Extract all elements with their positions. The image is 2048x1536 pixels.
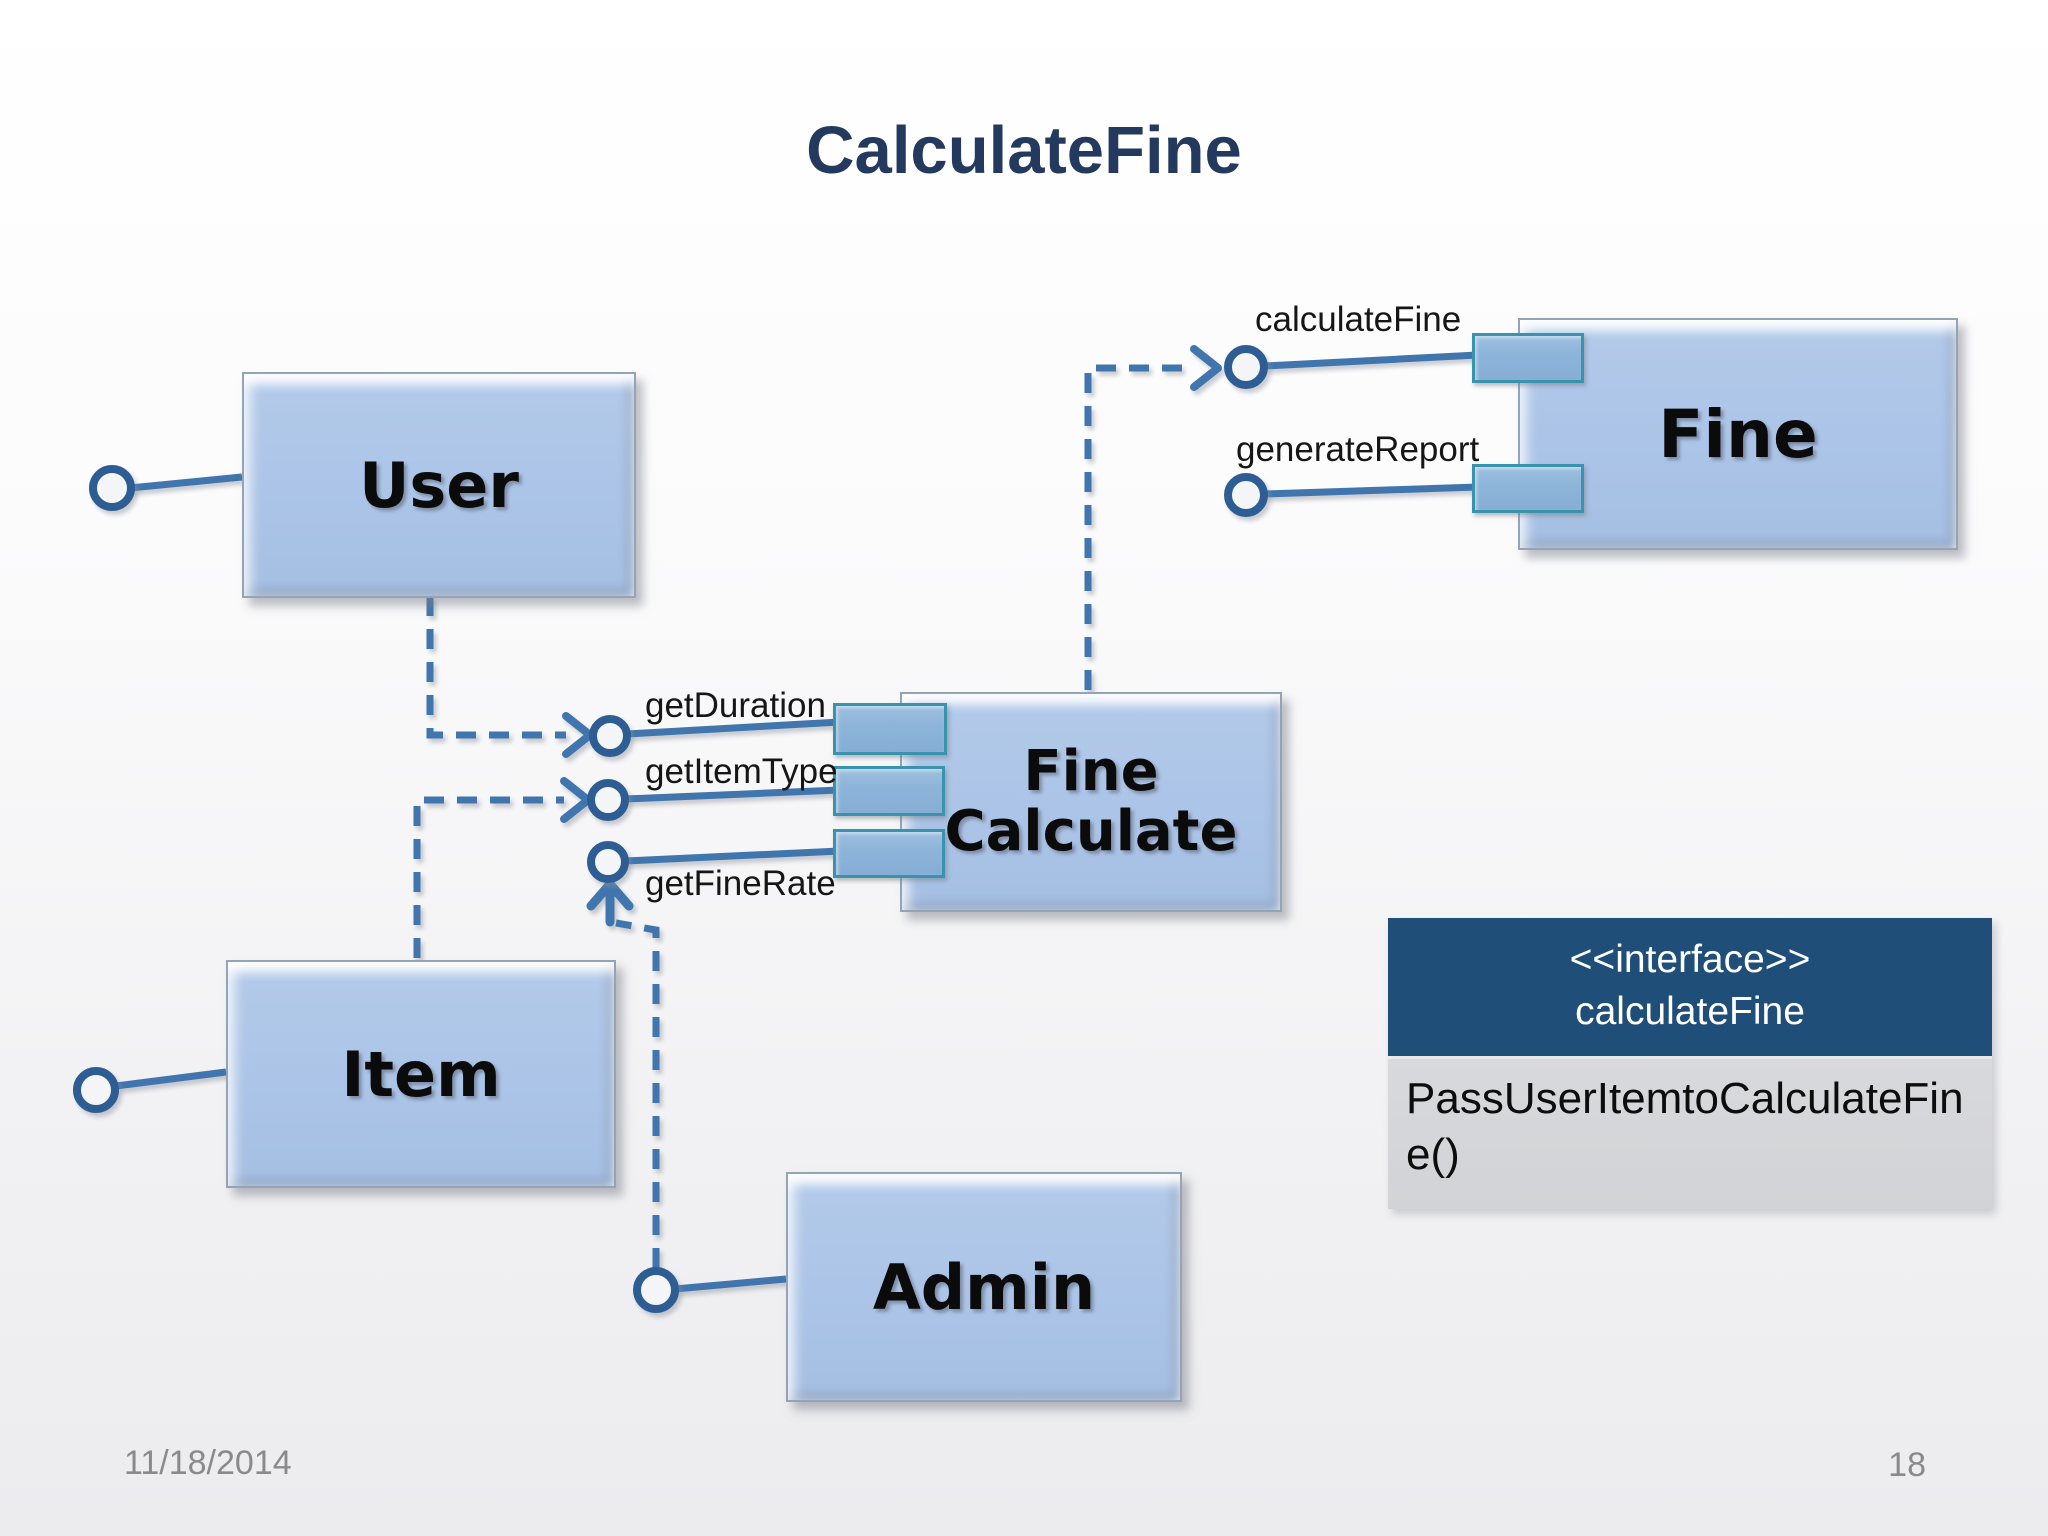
dependency-admin-to-getfinerate: [615, 919, 660, 1268]
component-admin-label: Admin: [872, 1250, 1096, 1324]
getfinerate-lollipop-icon: [587, 841, 629, 883]
getduration-lollipop-icon: [589, 715, 631, 757]
getitemtype-lollipop-icon: [587, 779, 629, 821]
component-fine: Fine: [1518, 318, 1958, 550]
stem-getduration: [626, 718, 841, 738]
component-item-label: Item: [341, 1037, 501, 1111]
interface-spec-header: <<interface>> calculateFine: [1388, 918, 1992, 1059]
dependency-item-to-getitemtype: [413, 796, 564, 958]
interface-name: calculateFine: [1575, 989, 1805, 1033]
stem-getfinerate: [624, 847, 841, 865]
stem-user-lollipop: [129, 473, 243, 492]
stem-generatereport: [1264, 483, 1479, 498]
component-admin: Admin: [786, 1172, 1182, 1402]
interface-stereotype: <<interface>>: [1569, 938, 1811, 981]
stem-calculatefine: [1264, 351, 1479, 370]
arrowhead-getitemtype-icon: [560, 777, 592, 823]
component-fine-label: Fine: [1658, 395, 1818, 473]
port-get-duration: [833, 703, 947, 755]
component-user-label: User: [359, 448, 519, 522]
arrowhead-getduration-icon: [562, 712, 594, 758]
generatereport-lollipop-icon: [1224, 473, 1268, 517]
component-fine-calculate: Fine Calculate: [900, 692, 1282, 912]
arrowhead-calculatefine-icon: [1190, 345, 1222, 391]
label-get-fine-rate: getFineRate: [645, 864, 836, 903]
label-calculate-fine: calculateFine: [1255, 300, 1462, 339]
label-get-duration: getDuration: [645, 686, 826, 725]
component-fine-calculate-label: Fine Calculate: [944, 738, 1238, 864]
item-lollipop-icon: [73, 1067, 119, 1113]
stem-item-lollipop: [115, 1068, 227, 1090]
component-item: Item: [226, 960, 616, 1188]
label-generate-report: generateReport: [1236, 430, 1480, 469]
dependency-finecalculate-to-calculatefine: [1084, 364, 1194, 690]
port-get-fine-rate: [833, 829, 945, 878]
port-calculate-fine: [1472, 333, 1584, 383]
dependency-user-to-getduration: [426, 596, 566, 739]
component-user: User: [242, 372, 636, 598]
port-get-item-type: [833, 766, 945, 816]
interface-method: PassUserItemtoCalculateFine(): [1388, 1058, 1992, 1210]
stem-admin-lollipop: [674, 1275, 787, 1293]
admin-lollipop-icon: [633, 1267, 679, 1313]
arrowhead-getfinerate-icon: [586, 879, 634, 911]
slide-title: CalculateFine: [806, 113, 1242, 188]
user-lollipop-icon: [89, 465, 135, 511]
port-generate-report: [1472, 464, 1584, 513]
stem-getitemtype: [624, 786, 841, 803]
interface-spec-box: <<interface>> calculateFine PassUserItem…: [1388, 918, 1992, 1210]
label-get-item-type: getItemType: [645, 752, 838, 791]
calculatefine-lollipop-icon: [1224, 345, 1268, 389]
footer-page-number: 18: [1888, 1446, 1926, 1484]
footer-date: 11/18/2014: [124, 1444, 292, 1482]
